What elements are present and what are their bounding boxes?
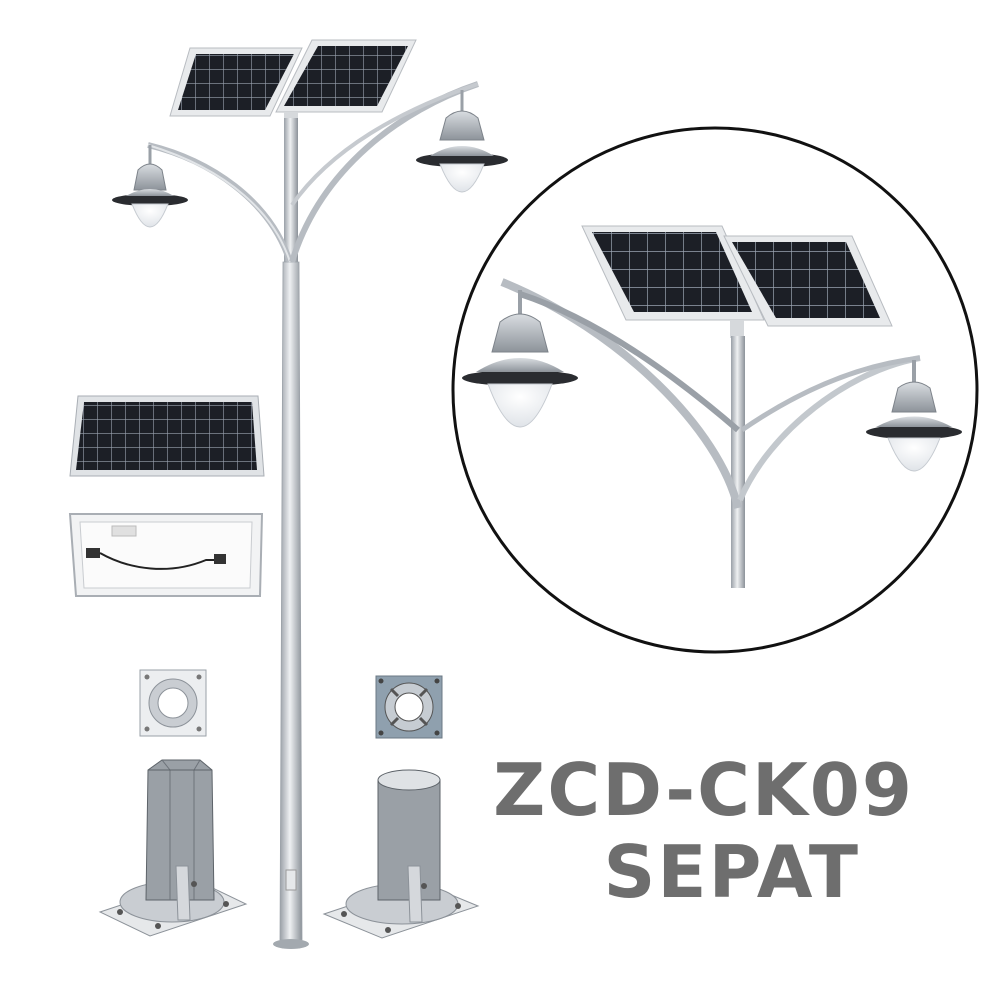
main-street-light [112, 39, 508, 949]
zoom-solar-panels [581, 225, 893, 338]
base-socket-round [322, 769, 480, 939]
top-solar-panels [169, 39, 417, 124]
main-pole-lower [279, 261, 303, 941]
model-name: SEPAT [603, 830, 860, 914]
base-socket-octagonal [98, 759, 248, 937]
model-code: ZCD-CK09 [493, 748, 914, 832]
right-lantern [416, 90, 508, 193]
zoom-pole [731, 336, 745, 588]
solar-panel-back [68, 513, 264, 597]
solar-panel-front [69, 395, 265, 477]
flange-plate-octagonal [139, 669, 207, 737]
main-pole [284, 118, 298, 268]
flange-plate-round [375, 675, 443, 739]
left-lantern [112, 145, 188, 228]
zoom-right-lantern [866, 360, 962, 472]
zoom-detail-circle [451, 126, 979, 654]
zoom-left-lantern [462, 290, 578, 428]
